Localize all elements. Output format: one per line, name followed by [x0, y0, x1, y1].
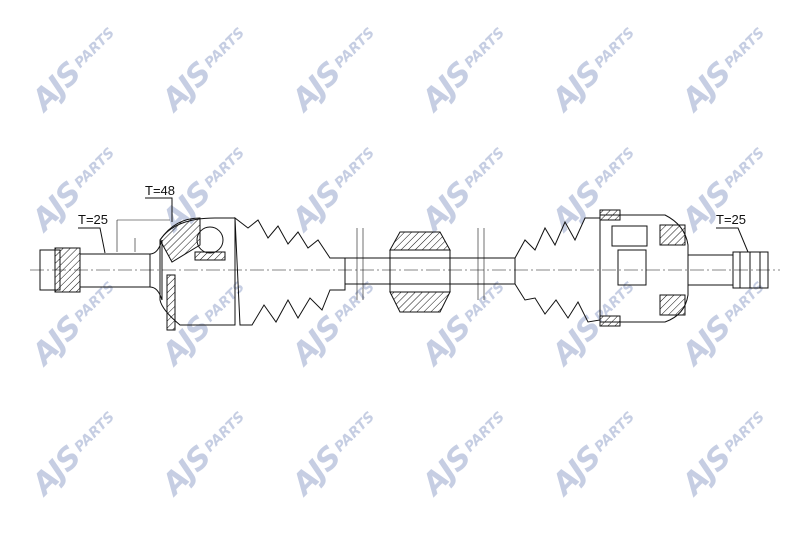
center-bearing	[389, 231, 451, 313]
left-outer-joint	[159, 217, 236, 326]
abs-leader	[145, 197, 173, 222]
left-spline-label: T=25	[78, 212, 108, 227]
left-stub	[39, 239, 163, 301]
left-boot	[234, 216, 346, 326]
right-stub	[687, 251, 769, 289]
main-shaft	[344, 257, 516, 285]
abs-ring-label: T=48	[145, 183, 175, 198]
left-spline-leader	[78, 227, 106, 254]
abs-ring	[166, 274, 176, 331]
right-spline-leader	[716, 227, 749, 253]
right-spline-label: T=25	[716, 212, 746, 227]
right-inner-joint	[599, 209, 689, 327]
